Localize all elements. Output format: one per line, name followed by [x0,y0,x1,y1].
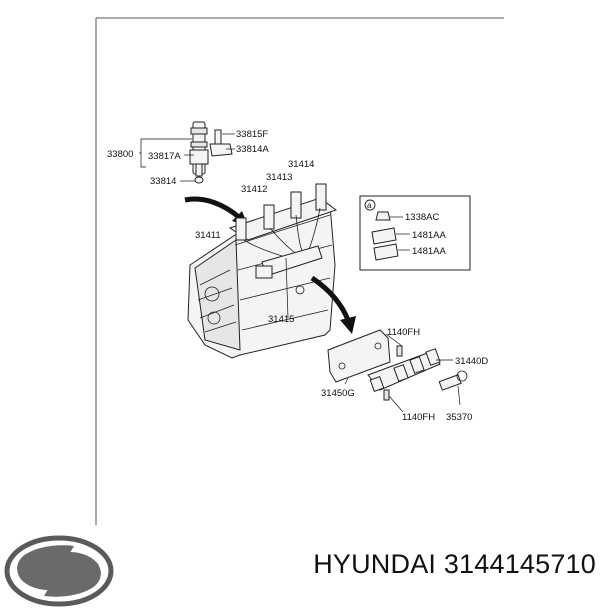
inset-marker-a: a [367,201,372,210]
label-1140FH-top: 1140FH [387,327,420,338]
label-1481AA-2: 1481AA [412,246,446,257]
label-31415: 31415 [268,314,294,325]
footer-caption: HYUNDAI 3144145710 [280,549,596,580]
label-33814A: 33814A [236,144,269,155]
label-1140FH-bottom: 1140FH [402,412,435,423]
arrow-rail [310,275,351,321]
inset-box [359,195,471,271]
common-rail [327,329,468,401]
label-31411: 31411 [195,230,221,241]
label-31450G: 31450G [321,388,355,399]
footer-brand: HYUNDAI [313,549,437,579]
label-33814: 33814 [150,176,176,187]
arrow-injector [184,196,242,220]
hyundai-logo-icon [4,535,114,607]
label-33817A: 33817A [148,151,181,162]
label-31414: 31414 [288,159,314,170]
label-1338AC: 1338AC [405,212,439,223]
label-31412: 31412 [241,184,267,195]
label-31440D: 31440D [455,356,488,367]
label-35370: 35370 [446,412,472,423]
label-33815F: 33815F [236,129,268,140]
label-31413: 31413 [266,172,292,183]
label-33800: 33800 [107,149,133,160]
injector-assembly [189,121,233,184]
footer-part-number: 3144145710 [443,549,596,579]
label-1481AA-1: 1481AA [412,230,446,241]
engine-block [187,183,338,359]
